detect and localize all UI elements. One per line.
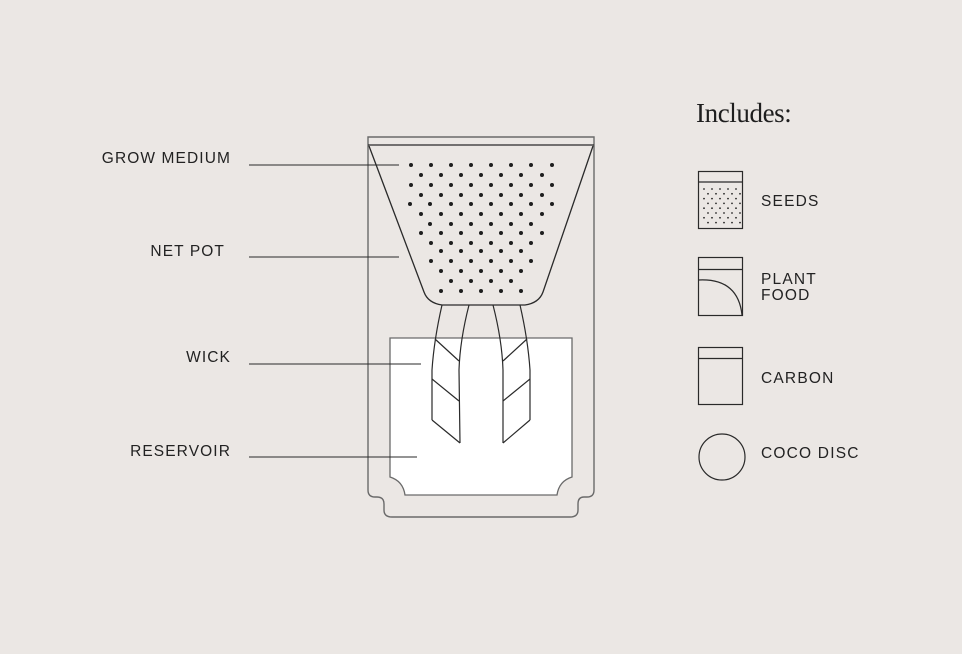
item-label-coco-disc: COCO DISC	[761, 445, 860, 462]
item-label-plant-food-line2: FOOD	[761, 287, 811, 304]
label-grow-medium: GROW MEDIUM	[101, 150, 231, 167]
reservoir-shape	[389, 337, 573, 496]
seeds-packet-icon	[697, 170, 744, 230]
label-net-pot: NET POT	[150, 243, 225, 260]
item-label-plant-food: PLANT FOOD	[761, 272, 817, 304]
item-label-carbon: CARBON	[761, 370, 835, 387]
net-pot-shape	[368, 145, 594, 306]
carbon-packet-icon	[697, 346, 744, 406]
wick-strands	[431, 304, 531, 444]
includes-title: Includes:	[696, 98, 792, 128]
plant-food-packet-icon	[697, 256, 744, 317]
coco-disc-icon	[698, 433, 746, 481]
outer-container	[367, 136, 595, 518]
item-label-plant-food-line1: PLANT	[761, 271, 817, 288]
label-wick: WICK	[186, 349, 231, 366]
grow-medium-dots	[408, 163, 554, 293]
label-reservoir: RESERVOIR	[130, 443, 231, 460]
item-label-seeds: SEEDS	[761, 193, 820, 210]
